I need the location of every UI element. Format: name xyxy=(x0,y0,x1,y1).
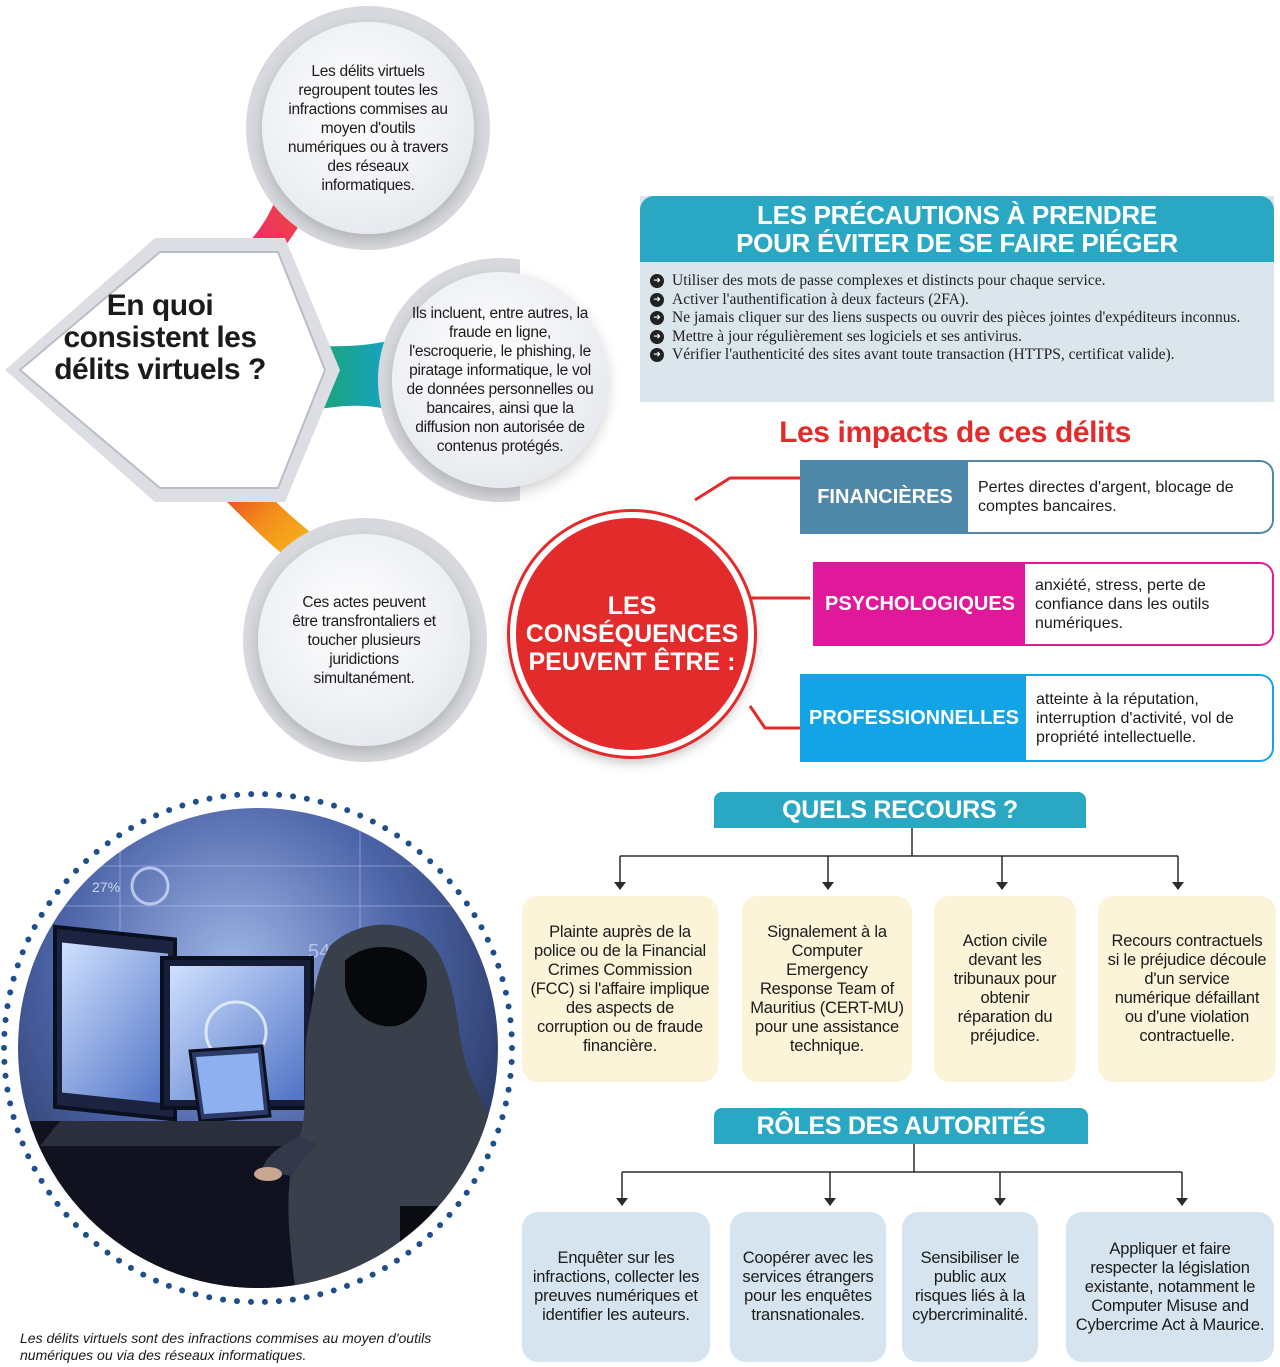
recours-card-cert: Signalement à la Computer Emergency Resp… xyxy=(742,896,912,1082)
recours-card-contract: Recours contractuels si le préjudice déc… xyxy=(1098,896,1276,1082)
recours-tree xyxy=(614,828,1184,890)
impact-desc-psychological: anxiété, stress, perte de confiance dans… xyxy=(1025,562,1274,646)
intro-bubble-2: Ils incluent, entre autres, la fraude en… xyxy=(392,272,608,488)
hexagon xyxy=(18,251,327,489)
autorites-card-enqueter: Enquêter sur les infractions, collecter … xyxy=(522,1212,710,1362)
precaution-item: ➜Utiliser des mots de passe complexes et… xyxy=(650,272,1270,291)
precaution-item: ➜Ne jamais cliquer sur des liens suspect… xyxy=(650,309,1270,328)
precaution-item: ➜Vérifier l'authenticité des sites avant… xyxy=(650,346,1270,365)
precautions-header: LES PRÉCAUTIONS À PRENDRE POUR ÉVITER DE… xyxy=(640,196,1274,262)
recours-card-civil: Action civile devant les tribunaux pour … xyxy=(934,896,1076,1082)
intro-title: En quoi consistent les délits virtuels ? xyxy=(54,289,266,386)
consequences-line1: LES xyxy=(607,592,657,620)
intro-bubble-2-text: Ils incluent, entre autres, la fraude en… xyxy=(406,305,594,455)
consequences-line3: PEUVENT ÊTRE : xyxy=(528,648,736,676)
impact-label-psychological: PSYCHOLOGIQUES xyxy=(813,562,1027,646)
impact-desc-financial: Pertes directes d'argent, blocage de com… xyxy=(968,460,1274,534)
arrow-right-icon: ➜ xyxy=(650,274,664,288)
intro-bubble-3: Ces actes peuvent être transfrontaliers … xyxy=(258,534,470,746)
recours-card-police: Plainte auprès de la police ou de la Fin… xyxy=(522,896,718,1082)
precautions-title-line2: POUR ÉVITER DE SE FAIRE PIÉGER xyxy=(736,228,1178,258)
impacts-connectors xyxy=(694,476,810,730)
precautions-title-line1: LES PRÉCAUTIONS À PRENDRE xyxy=(757,200,1157,230)
autorites-tree xyxy=(616,1144,1188,1206)
autorites-header: RÔLES DES AUTORITÉS xyxy=(714,1108,1088,1144)
consequences-circle: LES CONSÉQUENCES PEUVENT ÊTRE : xyxy=(510,512,754,756)
precaution-item: ➜Activer l'authentification à deux facte… xyxy=(650,291,1270,310)
precautions-box: LES PRÉCAUTIONS À PRENDRE POUR ÉVITER DE… xyxy=(640,196,1274,402)
autorites-card-sensibiliser: Sensibiliser le public aux risques liés … xyxy=(902,1212,1038,1362)
precautions-list: ➜Utiliser des mots de passe complexes et… xyxy=(650,272,1270,365)
hacker-photo: 27% 54% xyxy=(1,791,515,1305)
precaution-item: ➜Mettre à jour régulièrement ses logicie… xyxy=(650,328,1270,347)
consequences-line2: CONSÉQUENCES xyxy=(525,620,739,648)
arrow-right-icon: ➜ xyxy=(650,348,664,363)
intro-bubble-3-text: Ces actes peuvent être transfrontaliers … xyxy=(292,593,436,687)
photo-caption: Les délits virtuels sont des infractions… xyxy=(20,1330,432,1363)
intro-bubble-1-text: Les délits virtuels regroupent toutes le… xyxy=(287,62,449,194)
impact-desc-professional: atteinte à la réputation, interruption d… xyxy=(1026,674,1274,762)
arrow-right-icon: ➜ xyxy=(650,311,664,326)
recours-header: QUELS RECOURS ? xyxy=(714,792,1086,828)
impact-label-financial: FINANCIÈRES xyxy=(800,460,970,534)
impact-label-professional: PROFESSIONNELLES xyxy=(800,674,1028,762)
autorites-card-cooperer: Coopérer avec les services étrangers pou… xyxy=(730,1212,886,1362)
arrow-right-icon: ➜ xyxy=(650,292,664,307)
autorites-card-appliquer: Appliquer et faire respecter la législat… xyxy=(1066,1212,1274,1362)
arrow-right-icon: ➜ xyxy=(650,329,664,344)
screen-text-1: 27% xyxy=(92,879,120,895)
impacts-title: Les impacts de ces délits xyxy=(779,416,1131,449)
intro-bubble-1: Les délits virtuels regroupent toutes le… xyxy=(262,22,474,234)
